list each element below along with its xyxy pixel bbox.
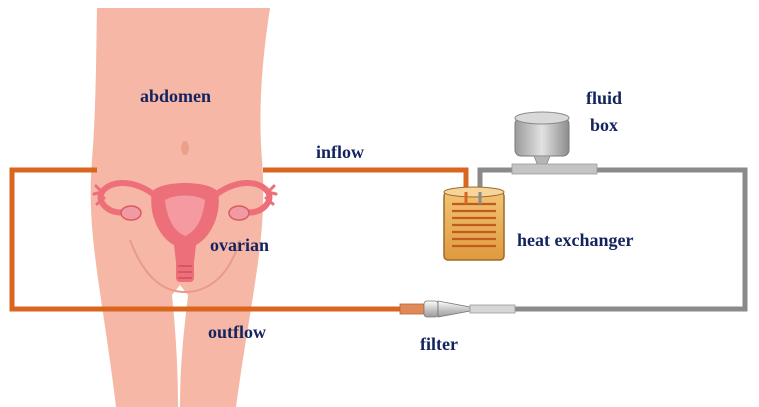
- label-outflow: outflow: [208, 322, 266, 342]
- inline-filter-icon: [399, 300, 516, 318]
- tube-return: [477, 167, 748, 312]
- label-ovarian: ovarian: [210, 235, 269, 255]
- tube-inflow-drop: [455, 167, 469, 192]
- uterus-ovaries-illustration: [92, 179, 278, 294]
- navel: [181, 141, 189, 155]
- label-heat-exchanger: heat exchanger: [517, 230, 633, 250]
- label-inflow: inflow: [316, 142, 364, 162]
- tube-left-loop: [9, 167, 400, 312]
- label-fluid: fluid: [586, 88, 622, 108]
- label-filter: filter: [420, 334, 458, 354]
- label-box: box: [590, 115, 618, 135]
- heat-exchanger-coil-icon: [443, 186, 505, 261]
- label-abdomen: abdomen: [140, 86, 211, 106]
- tube-circuit-gray: [477, 167, 748, 312]
- fluid-reservoir-icon: [511, 111, 598, 175]
- tube-circuit-orange: [9, 167, 455, 312]
